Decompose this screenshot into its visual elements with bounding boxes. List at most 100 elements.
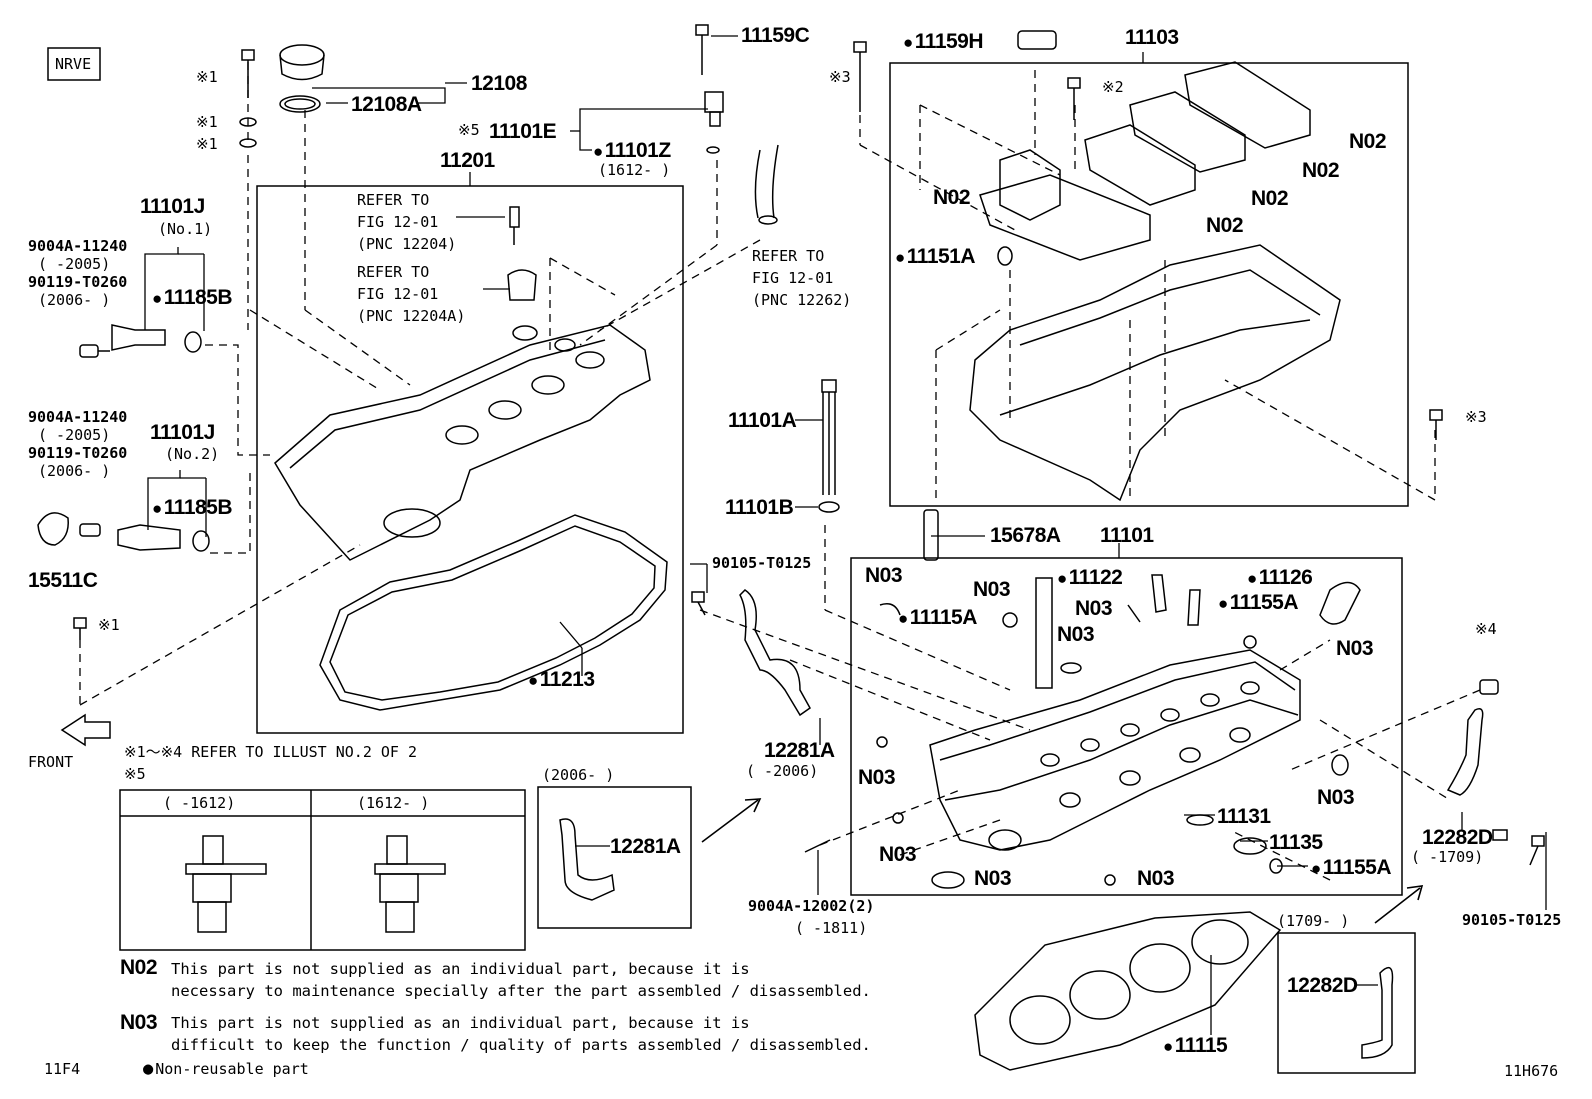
ref-mark-5: ※5 [458,121,480,139]
part-11155a-bottom[interactable]: 11155A [1311,857,1392,878]
code-box [47,47,101,81]
part-11115a[interactable]: 11115A [898,607,978,628]
ref-mark-3a: ※3 [829,68,851,86]
note-n03-line2: difficult to keep the function / quality… [171,1036,871,1055]
note-n02-code: N02 [120,956,158,979]
note-n02-line2: necessary to maintenance specially after… [171,982,871,1001]
n03-label-9: N03 [974,867,1012,890]
n02-label-3: N02 [1251,187,1289,210]
sensor-variant-table [119,789,526,951]
ref1-line2: FIG 12-01 [357,212,439,231]
ref3-line1: REFER TO [752,247,825,265]
part-11101j-no1-sub: (No.1) [158,220,213,238]
part-15511c[interactable]: 15511C [28,569,98,592]
part-90105-t0125-a[interactable]: 90105-T0125 [712,554,812,572]
part-11135[interactable]: 11135 [1269,831,1323,854]
part-11101j-no2-sub: (No.2) [165,445,220,463]
refer-fig-12204[interactable]: REFER TO FIG 12-01 (PNC 12204) [357,190,456,255]
code-box-label: NRVE [55,55,92,73]
cam-sensor-drawing [704,91,724,154]
part-11103[interactable]: 11103 [1125,26,1179,49]
note-n03-line1: This part is not supplied as an individu… [171,1014,750,1032]
part-11213[interactable]: 11213 [528,669,595,690]
ref1-line1: REFER TO [357,191,430,209]
gasket-drawing [319,514,668,711]
table-col2-date: (1612- ) [357,794,430,812]
part-11101j-no2[interactable]: 11101J [150,421,215,444]
ref-mark-1a: ※1 [196,68,218,86]
bolt-9004a-11240-2-date: ( -2005) [38,426,111,444]
hose-12281a-drawing [739,589,811,717]
hose-12282d-drawing [1446,708,1484,796]
ref-mark-1b: ※1 [196,113,218,131]
cylinder-head-drawing [804,574,1361,889]
bolt-90119-t0260-1[interactable]: 90119-T0260 [28,273,128,291]
refer-fig-12204a[interactable]: REFER TO FIG 12-01 (PNC 12204A) [357,262,465,327]
bolt-9004a-11240-1[interactable]: 9004A-11240 [28,237,128,255]
cam-housing-group-box [889,62,1409,507]
part-11101b[interactable]: 11101B [725,496,794,519]
hose-2006-box [537,786,692,929]
part-11126[interactable]: 11126 [1247,567,1313,588]
part-11101[interactable]: 11101 [1100,524,1154,547]
cam-cover-group-box [256,185,684,734]
ref-mark-3b: ※3 [1465,408,1487,426]
ref-mark-1d: ※1 [98,616,120,634]
part-11185b-1[interactable]: 11185B [152,287,233,308]
part-11115[interactable]: 11115 [1163,1035,1228,1056]
n03-label-7: N03 [1317,786,1355,809]
box-1709-date: (1709- ) [1277,912,1350,930]
part-15678a[interactable]: 15678A [990,524,1061,547]
part-11185b-2[interactable]: 11185B [152,497,233,518]
part-12281a[interactable]: 12281A [764,739,835,762]
n02-label-4: N02 [1206,214,1244,237]
part-11131[interactable]: 11131 [1217,805,1271,828]
footer-code-right: 11H676 [1504,1062,1559,1080]
n03-label-1: N03 [865,564,903,587]
n02-label-1: N02 [1349,130,1387,153]
ref-mark-1c: ※1 [196,135,218,153]
note-n03-code: N03 [120,1011,158,1034]
ocv-drawing [37,324,210,552]
part-9004a-12002[interactable]: 9004A-12002(2) [748,897,875,915]
n03-label-8: N03 [879,843,917,866]
n03-label-5: N03 [1336,637,1374,660]
ref3-line2: FIG 12-01 [752,268,834,287]
part-12108[interactable]: 12108 [471,72,527,95]
n03-label-6: N03 [858,766,896,789]
ref2-line2: FIG 12-01 [357,284,439,303]
n03-label-3: N03 [1075,597,1113,620]
part-12281a-date: ( -2006) [746,762,819,780]
part-9004a-12002-date: ( -1811) [795,919,868,937]
part-12282d-box[interactable]: 12282D [1287,974,1358,997]
refer-fig-12262[interactable]: REFER TO FIG 12-01 (PNC 12262) [752,246,851,311]
note-n03-text: This part is not supplied as an individu… [171,1012,871,1057]
part-12281a-box[interactable]: 12281A [610,835,681,858]
bolt-90119-t0260-1-date: (2006- ) [38,291,111,309]
oil-cap-drawing [279,44,325,113]
bolt-90119-t0260-2[interactable]: 90119-T0260 [28,444,128,462]
part-11151a[interactable]: 11151A [895,246,976,267]
part-11101j-no1[interactable]: 11101J [140,195,205,218]
part-11122[interactable]: 11122 [1057,567,1123,588]
part-12108a[interactable]: 12108A [351,93,422,116]
ref3-line3: (PNC 12262) [752,290,852,309]
part-11101e[interactable]: 11101E [489,120,557,143]
n02-label-5: N02 [933,186,971,209]
part-11155a-top[interactable]: 11155A [1218,592,1299,613]
ref2-line3: (PNC 12204A) [357,306,466,325]
part-11101a[interactable]: 11101A [728,409,797,432]
part-11201[interactable]: 11201 [440,149,495,172]
part-11101z-date: (1612- ) [598,161,671,179]
ref2-line1: REFER TO [357,263,430,281]
bolt-9004a-11240-2[interactable]: 9004A-11240 [28,408,128,426]
part-11101z[interactable]: 11101Z [593,140,671,161]
part-90105-t0125-b[interactable]: 90105-T0125 [1462,911,1562,929]
hose-1709-box [1277,932,1416,1074]
part-12282d[interactable]: 12282D [1422,826,1493,849]
part-11159h[interactable]: 11159H [903,31,984,52]
part-12282d-date: ( -1709) [1411,848,1484,866]
part-11159c[interactable]: 11159C [741,24,810,47]
ref-mark-2: ※2 [1102,78,1124,96]
